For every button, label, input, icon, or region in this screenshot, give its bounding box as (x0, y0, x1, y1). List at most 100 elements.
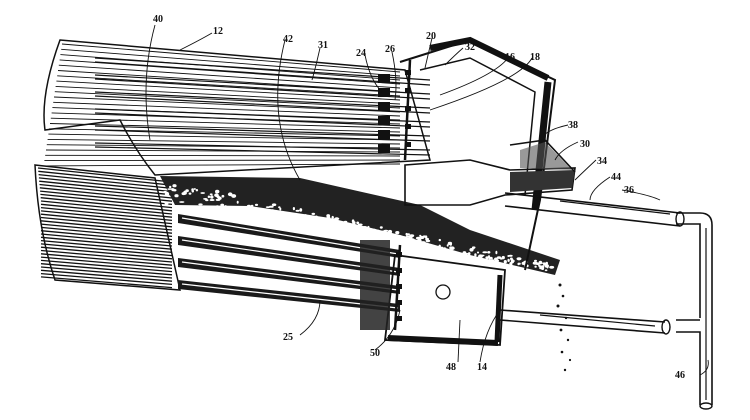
pebble (229, 209, 234, 213)
pebble (349, 229, 353, 232)
hatch-line (40, 243, 173, 257)
pebble (544, 269, 548, 272)
hatch-line (53, 96, 401, 113)
pebble (488, 255, 490, 259)
ref-label-46: 46 (675, 370, 685, 381)
pebble (377, 229, 380, 234)
ref-label-34: 34 (597, 156, 607, 167)
pebble (350, 225, 353, 229)
pebble (482, 251, 488, 254)
hatch-line (40, 213, 173, 228)
hatch-line (38, 177, 173, 193)
pebble (476, 251, 480, 254)
hatch-line (40, 203, 173, 218)
hatch-line (56, 80, 401, 101)
feed-pipe-36 (504, 192, 685, 227)
pebble (279, 207, 282, 211)
pebble (507, 258, 510, 262)
fuel-tube (94, 91, 431, 109)
pebble (446, 244, 449, 247)
pebble (167, 188, 172, 190)
pebble (246, 204, 251, 208)
pebble (412, 241, 415, 245)
flange-bolt (396, 284, 402, 289)
pebble (188, 192, 192, 195)
ref-label-30: 30 (580, 139, 590, 150)
pebble (546, 265, 549, 269)
pebble (478, 254, 483, 259)
pebble (349, 231, 354, 236)
pebble (304, 214, 307, 217)
fuel-tube (94, 142, 431, 151)
tube-collar (378, 116, 390, 125)
hatch-line (40, 197, 173, 212)
hatch-line (40, 226, 173, 241)
discharge-cone (404, 139, 576, 206)
pebble (236, 200, 239, 204)
hatch-line (48, 133, 401, 141)
pebble (392, 234, 395, 238)
pebble (355, 229, 358, 232)
fuel-tube (94, 78, 431, 100)
pebble (532, 261, 538, 265)
pebble (378, 233, 384, 236)
pebble (221, 194, 225, 198)
pebble (241, 214, 246, 218)
pebble (391, 238, 396, 241)
flange-bolt (396, 268, 402, 273)
pebble (447, 241, 453, 246)
pebble (214, 193, 219, 197)
pebble (415, 236, 422, 240)
pebble (495, 250, 498, 255)
pebble (174, 194, 179, 198)
pebble (280, 211, 285, 215)
pebble (438, 238, 441, 242)
pebble (534, 259, 537, 262)
pebble (200, 192, 205, 194)
pebble (331, 230, 334, 233)
fuel-tube (94, 129, 431, 142)
hatch-line (61, 48, 401, 77)
pebble (346, 225, 350, 228)
pebble (383, 229, 389, 232)
flange-bolt (405, 106, 411, 111)
pebble (209, 207, 214, 211)
pebble (346, 227, 351, 230)
pebble (256, 209, 261, 213)
hatch-line (40, 276, 173, 289)
pebble (262, 209, 265, 213)
pebble (191, 189, 194, 193)
ref-label-31: 31 (318, 40, 328, 51)
falling-particles (556, 283, 572, 372)
pebble (425, 237, 429, 241)
ref-label-26: 26 (385, 44, 395, 55)
pebble (356, 221, 360, 225)
pebble (195, 189, 199, 192)
pebble (241, 207, 245, 209)
hatch-line (39, 180, 173, 196)
lower-tube-bundle (178, 214, 400, 312)
pebble (362, 236, 368, 239)
hatch-line (38, 173, 173, 190)
pebble (540, 265, 545, 269)
tube-collar (378, 74, 390, 83)
pebble (342, 233, 347, 236)
pebble (194, 205, 197, 208)
pebble (414, 245, 417, 249)
pebble (210, 195, 214, 199)
tube-collar (378, 144, 390, 153)
pebble (297, 220, 302, 224)
hatch-line (40, 249, 173, 263)
hatch-line (40, 236, 173, 250)
hatch-line (54, 91, 401, 109)
lower-pipe (499, 309, 671, 335)
hatch-line (39, 183, 173, 199)
pebble (169, 185, 172, 189)
pebble (252, 217, 256, 220)
flange-bolt (396, 316, 402, 321)
pebble (198, 203, 203, 206)
fuel-tube (94, 95, 431, 114)
hatch-line (55, 85, 401, 105)
